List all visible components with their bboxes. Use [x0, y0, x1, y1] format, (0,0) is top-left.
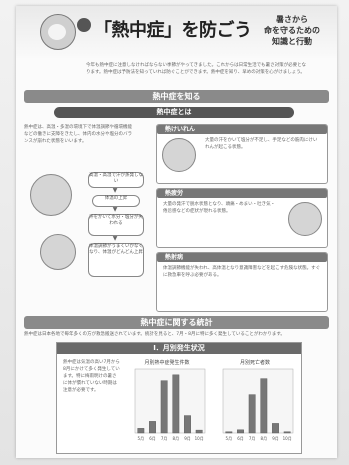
section2-description: 熱中症は日本各地で毎年多くの方が救急搬送されています。統計を見ると、7月・8月に…: [24, 332, 285, 337]
symptom-heading: 熱射病: [157, 253, 327, 262]
charts-area: 月別熱中症発生件数 5月 6月 7月 8月 9月 10月 月別死亡者数 5月 6月 7月 8月 9月 1…: [134, 359, 294, 441]
symptom-box-heatstroke: 熱射病 体温調節機能が失われ、高体温となり意識障害などを起こす危険な状態。すぐに…: [156, 252, 328, 312]
intro-text: 今年も熱中症に注意しなければならない季節がやってきました。これからは日常生活でも…: [86, 63, 307, 75]
chart-bar: [272, 423, 279, 434]
cramps-illustration: [162, 138, 196, 172]
down-arrow-icon: ▼: [112, 235, 118, 242]
poster-sheet: 「熱中症」を防ごう 暑さから 命を守るための 知識と行動 今年も熱中症に注意しな…: [16, 6, 337, 458]
bubble-temp-rise: 体温の上昇: [92, 195, 140, 207]
chart-bar: [195, 429, 203, 434]
stats-panel-text: 熱中症は気温の高い7月から8月にかけて多く発生しています。特に梅雨明けの暑さに体…: [63, 360, 120, 393]
page-title: 「熱中症」を防ごう: [94, 20, 252, 41]
down-arrow-icon: ▼: [112, 187, 118, 194]
mascot-face: [48, 24, 66, 40]
x-tick-label: 8月: [261, 436, 268, 441]
stats-panel: Ⅰ．月別発生状況 熱中症は気温の高い7月から8月にかけて多く発生しています。特に…: [56, 342, 302, 454]
symptom-heading: 熱けいれん: [157, 125, 327, 134]
x-tick-label: 8月: [173, 436, 180, 441]
x-tick-label: 7月: [249, 436, 256, 441]
x-tick-label: 9月: [272, 436, 279, 441]
bubble-water-salt-loss: 汗をかいて水分・塩分が失われる: [88, 214, 144, 236]
bubble-high-humidity: 高温・高湿で汗が蒸発しない: [88, 172, 144, 188]
plot-area: [134, 368, 206, 434]
symptom-heading: 熱疲労: [157, 189, 327, 198]
overheated-person-illustration: [30, 174, 72, 216]
section-banner-know: 熱中症を知る: [24, 90, 329, 103]
subsection-banner-what-is: 熱中症とは: [54, 107, 294, 118]
chart-title: 月別死亡者数: [240, 359, 270, 366]
chart-title: 月別熱中症発生件数: [144, 359, 189, 366]
chart-monthly-deaths: 月別死亡者数 5月 6月 7月 8月 9月 10月: [222, 359, 294, 441]
exhaustion-illustration: [288, 202, 322, 236]
symptom-text: 体温調節機能が失われ、高体温となり意識障害などを起こす危険な状態。すぐに救急車を…: [163, 266, 321, 278]
chart-bar: [225, 431, 233, 434]
x-tick-label: 9月: [184, 436, 191, 441]
chart-bar: [248, 394, 256, 434]
subtitle-line-3: 知識と行動: [272, 37, 312, 46]
sun-icon: [77, 18, 91, 32]
chart-bar: [172, 374, 180, 434]
collapsed-person-illustration: [40, 234, 76, 270]
x-tick-label: 7月: [161, 436, 168, 441]
x-tick-label: 10月: [195, 436, 204, 441]
chart-monthly-cases: 月別熱中症発生件数 5月 6月 7月 8月 9月 10月: [134, 359, 206, 441]
chart-bar: [137, 428, 145, 434]
symptom-text: 大量の汗をかいて塩分が不足し、手足などの筋肉にけいれんが起こる状態。: [205, 138, 318, 150]
bubble-regulation-failure: 体温調節がうまくいかなくなり、体温がどんどん上昇: [88, 243, 144, 277]
subtitle: 暑さから 命を守るための 知識と行動: [262, 14, 322, 47]
down-arrow-icon: ▼: [112, 206, 118, 213]
x-tick-label: 5月: [138, 436, 145, 441]
section-banner-stats: 熱中症に関する統計: [24, 316, 329, 329]
chart-bar: [149, 421, 156, 434]
subtitle-line-1: 暑さから: [276, 15, 308, 24]
x-tick-label: 6月: [149, 436, 156, 441]
chart-bar: [237, 429, 244, 434]
x-tick-label: 5月: [226, 436, 233, 441]
plot-area: [222, 368, 294, 434]
x-tick-label: 10月: [283, 436, 292, 441]
chart-bar: [283, 431, 291, 434]
stats-panel-title: Ⅰ．月別発生状況: [57, 343, 301, 354]
x-tick-label: 6月: [237, 436, 244, 441]
chart-bar: [260, 378, 268, 434]
symptom-text: 大量の発汗で脱水状態となり、頭痛・めまい・吐き気・倦怠感などの症状が現れる状態。: [163, 202, 276, 214]
section1-description: 熱中症は、高温・多湿の環境下で体温調節や循環機能などの働きに支障をきたし、体内の…: [24, 125, 132, 144]
chart-bar: [184, 415, 191, 434]
chart-bar: [160, 380, 168, 434]
subtitle-line-2: 命を守るための: [264, 26, 320, 35]
